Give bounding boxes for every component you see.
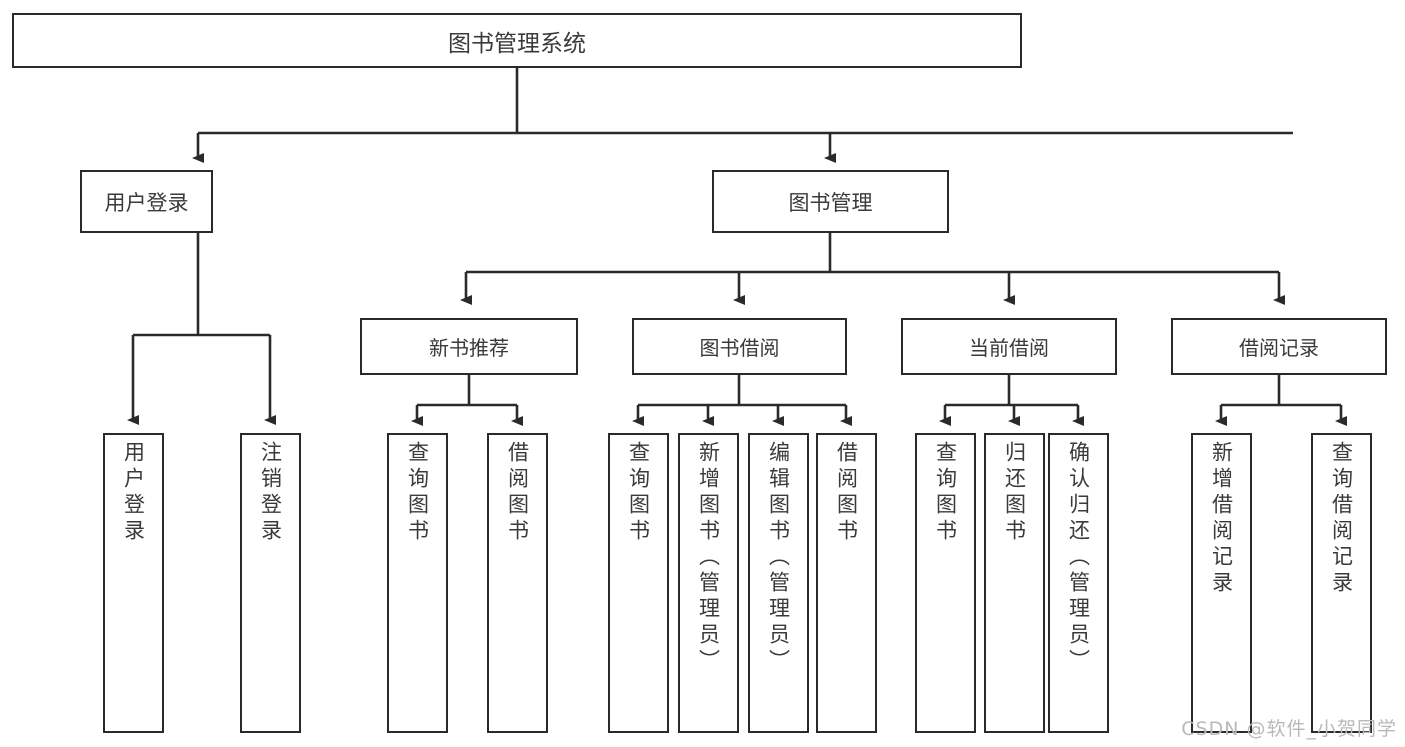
- leaf-add-borrow-record[interactable]: 新增借阅记录: [1191, 433, 1252, 733]
- node-label: 借阅记录: [1239, 336, 1319, 360]
- node-label: 新书推荐: [429, 336, 509, 360]
- leaf-borrow-book-recommend[interactable]: 借阅图书: [487, 433, 548, 733]
- node-root-system[interactable]: 图书管理系统: [12, 13, 1022, 68]
- node-book-management[interactable]: 图书管理: [712, 170, 949, 233]
- leaf-label: 新增图书（管理员）: [696, 441, 721, 675]
- leaf-query-book-borrow[interactable]: 查询图书: [608, 433, 669, 733]
- leaf-label: 借阅图书: [505, 441, 530, 545]
- node-label: 图书管理: [788, 190, 873, 215]
- leaf-user-logout[interactable]: 注销登录: [240, 433, 301, 733]
- leaf-confirm-return-admin[interactable]: 确认归还（管理员）: [1048, 433, 1109, 733]
- leaf-query-borrow-record[interactable]: 查询借阅记录: [1311, 433, 1372, 733]
- node-label: 图书管理系统: [448, 30, 586, 57]
- node-label: 当前借阅: [969, 336, 1049, 360]
- leaf-query-book-current[interactable]: 查询图书: [915, 433, 976, 733]
- leaf-label: 查询图书: [405, 441, 430, 545]
- leaf-query-book-recommend[interactable]: 查询图书: [387, 433, 448, 733]
- leaf-return-book[interactable]: 归还图书: [984, 433, 1045, 733]
- leaf-user-login[interactable]: 用户登录: [103, 433, 164, 733]
- node-current-borrow[interactable]: 当前借阅: [901, 318, 1117, 375]
- leaf-label: 新增借阅记录: [1209, 441, 1234, 597]
- node-user-login[interactable]: 用户登录: [80, 170, 213, 233]
- csdn-watermark: CSDN @软件_小贺同学: [1181, 718, 1397, 740]
- leaf-label: 编辑图书（管理员）: [766, 441, 791, 675]
- leaf-label: 查询图书: [626, 441, 651, 545]
- leaf-add-book-admin[interactable]: 新增图书（管理员）: [678, 433, 739, 733]
- leaf-label: 借阅图书: [834, 441, 859, 545]
- node-new-book-recommend[interactable]: 新书推荐: [360, 318, 578, 375]
- node-book-borrow[interactable]: 图书借阅: [632, 318, 847, 375]
- leaf-label: 查询借阅记录: [1329, 441, 1354, 597]
- leaf-label: 归还图书: [1002, 441, 1027, 545]
- leaf-edit-book-admin[interactable]: 编辑图书（管理员）: [748, 433, 809, 733]
- leaf-label: 查询图书: [933, 441, 958, 545]
- leaf-label: 用户登录: [121, 441, 146, 545]
- leaf-label: 注销登录: [258, 441, 283, 545]
- node-label: 用户登录: [104, 190, 189, 215]
- node-borrow-record[interactable]: 借阅记录: [1171, 318, 1387, 375]
- leaf-label: 确认归还（管理员）: [1066, 441, 1091, 675]
- node-label: 图书借阅: [699, 336, 780, 360]
- leaf-borrow-book[interactable]: 借阅图书: [816, 433, 877, 733]
